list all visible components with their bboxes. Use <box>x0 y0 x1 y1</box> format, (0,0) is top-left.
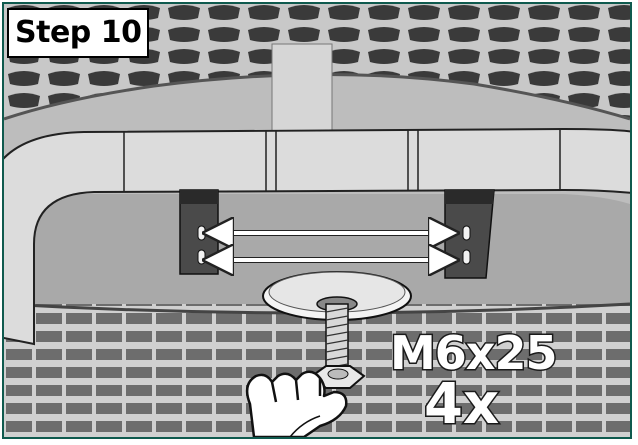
left-bracket <box>179 189 219 275</box>
quantity-label: 4x <box>422 371 500 438</box>
double-arrow-icon <box>218 233 444 260</box>
instruction-frame: Step 10 M6x25 4x <box>2 2 632 439</box>
right-bracket <box>444 189 495 279</box>
step-label: Step 10 <box>7 8 150 58</box>
hand-icon <box>245 370 348 437</box>
guard-bar <box>4 127 630 346</box>
washer-icon <box>262 271 412 321</box>
assembly-illustration <box>4 4 630 437</box>
bolt-spec-label: M6x25 <box>388 325 558 382</box>
nut-icon <box>310 365 366 389</box>
bolt-icon <box>325 303 349 375</box>
